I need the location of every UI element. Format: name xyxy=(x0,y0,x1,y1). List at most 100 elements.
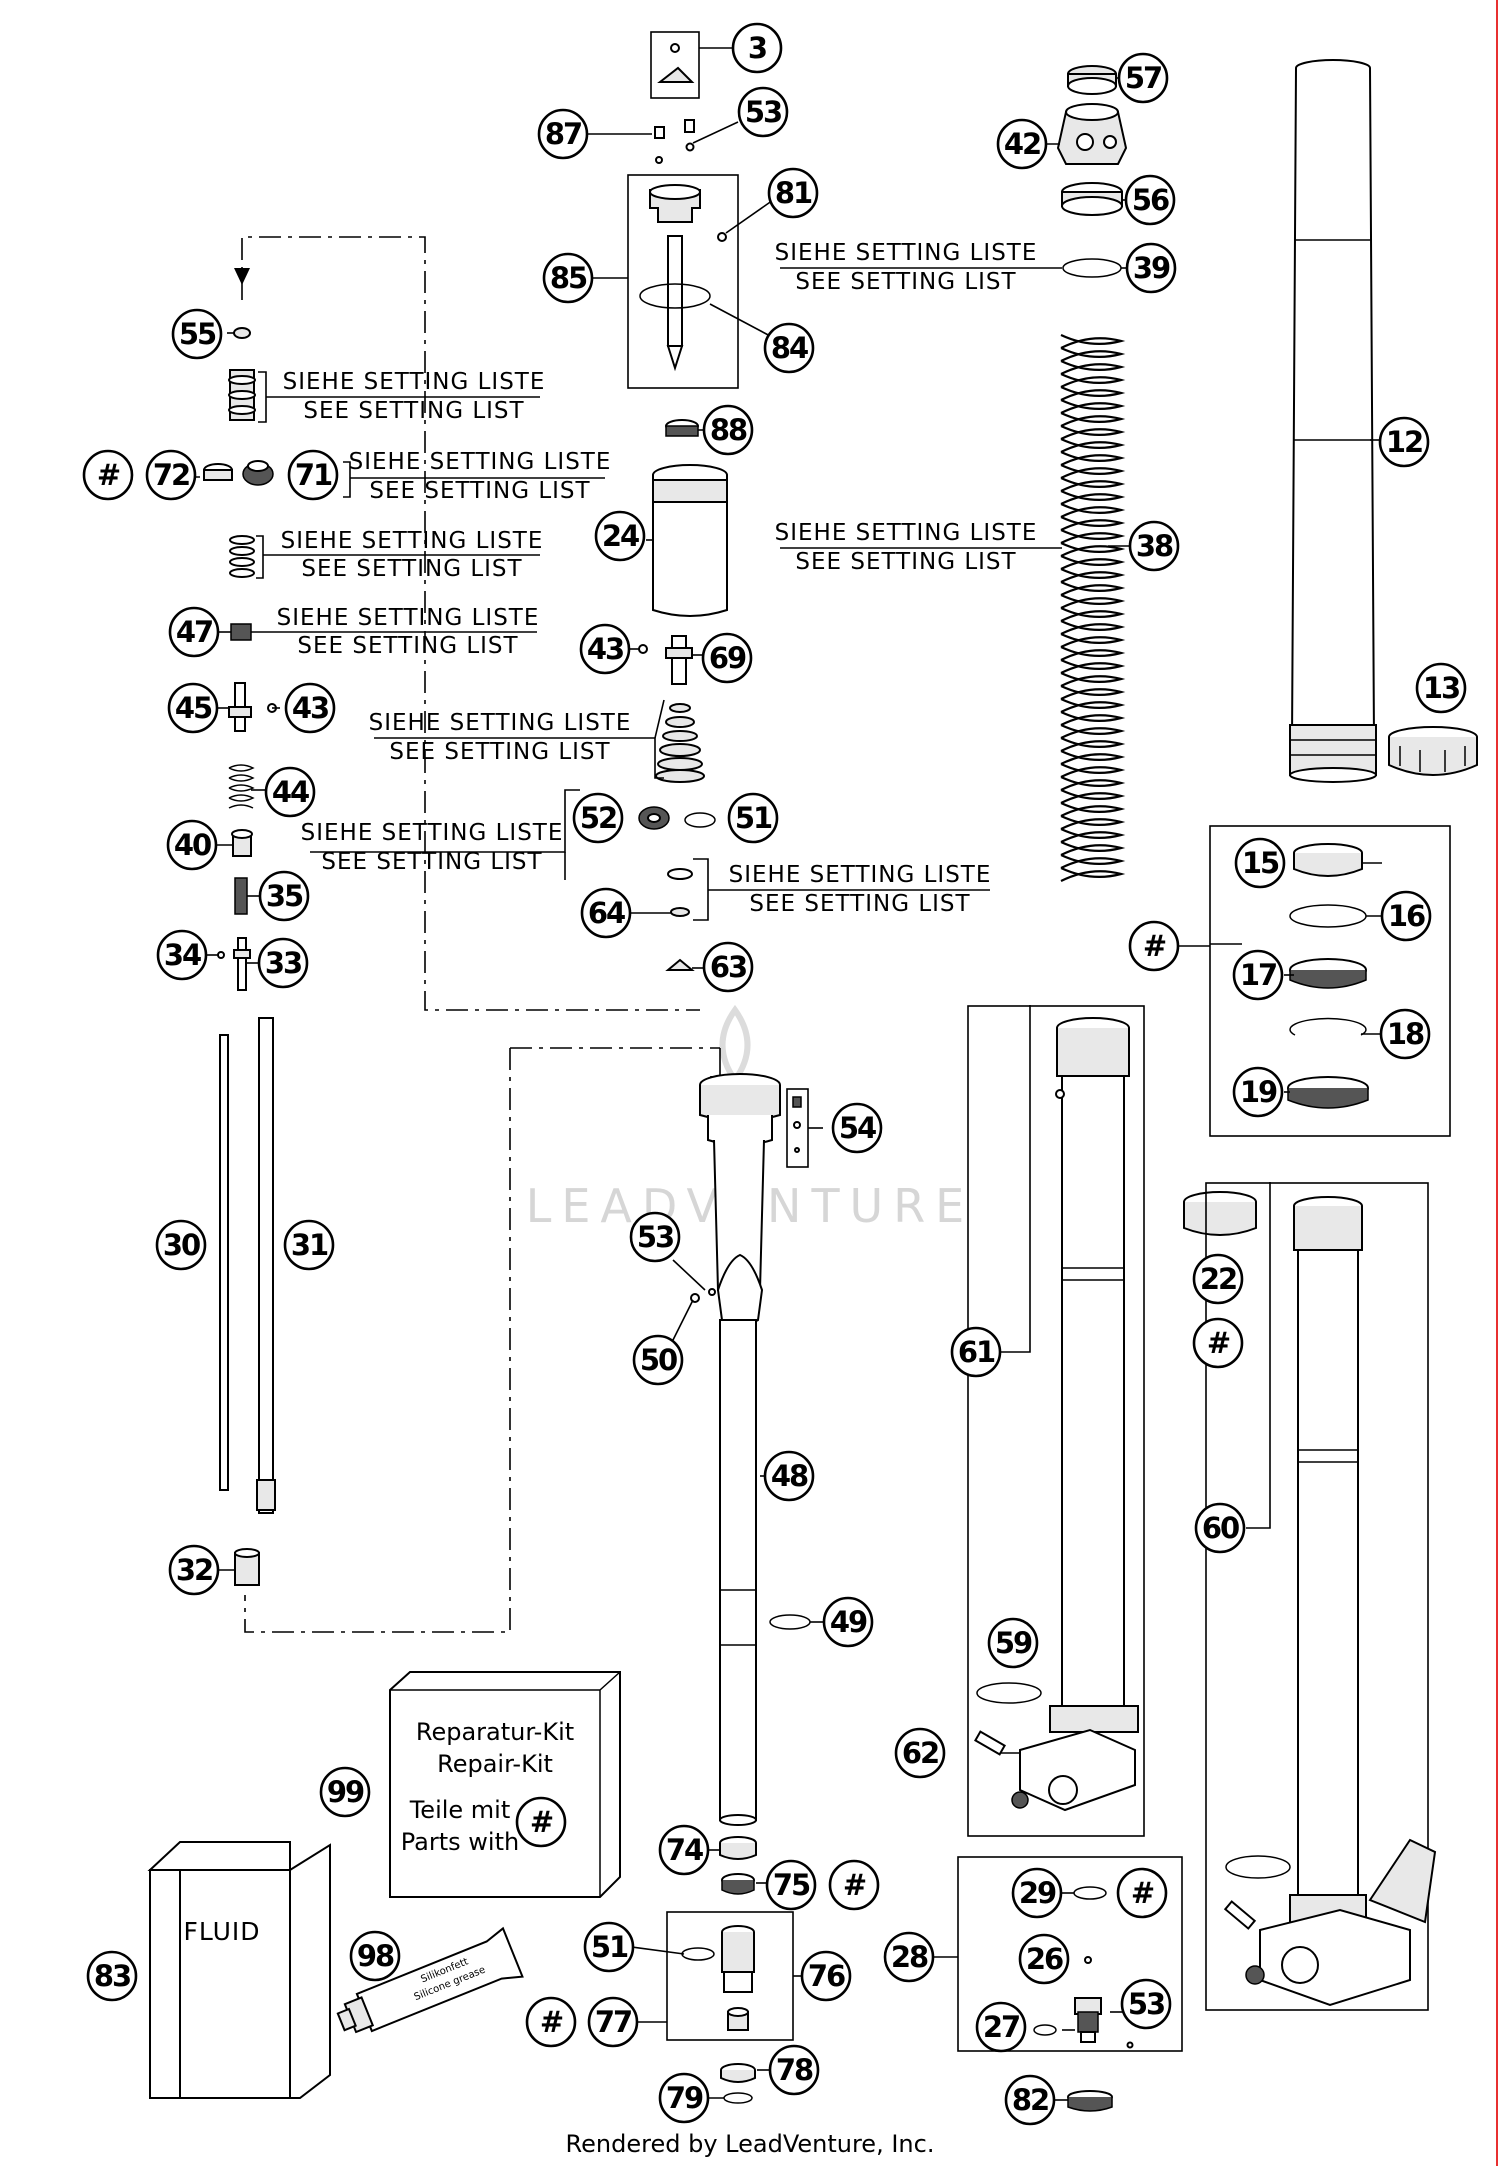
svg-text:44: 44 xyxy=(272,775,309,809)
svg-text:17: 17 xyxy=(1240,958,1276,992)
callout-63: 63 xyxy=(702,941,754,993)
svg-text:19: 19 xyxy=(1240,1075,1277,1109)
part-33-shape xyxy=(217,937,251,991)
callout-87: 87 xyxy=(537,108,589,160)
callout-53: 53 xyxy=(737,86,789,138)
svg-text:50: 50 xyxy=(640,1343,677,1377)
shim-stack-3-shape xyxy=(655,703,705,783)
callout-51: 51 xyxy=(727,792,779,844)
callout-hash-75: # xyxy=(828,1859,880,1911)
part-29-oring-shape xyxy=(1073,1886,1107,1900)
callout-98: 98 xyxy=(349,1930,401,1982)
setting-note-de: SIEHE SETTING LISTE xyxy=(281,528,544,554)
svg-text:49: 49 xyxy=(830,1605,867,1639)
callout-12: 12 xyxy=(1378,416,1430,468)
part-64-shape xyxy=(670,907,690,917)
svg-text:87: 87 xyxy=(545,117,581,151)
callout-15: 15 xyxy=(1234,837,1286,889)
setting-note-en: SEE SETTING LIST xyxy=(301,556,522,582)
part-48-damper-tube-shape xyxy=(690,1073,781,1826)
part-49-oring-shape xyxy=(769,1614,811,1630)
part-61-inner-tube-shape xyxy=(974,1017,1139,1812)
callout-33: 33 xyxy=(257,937,309,989)
svg-text:39: 39 xyxy=(1133,251,1170,285)
svg-text:82: 82 xyxy=(1012,2083,1048,2117)
setting-note-8: SIEHE SETTING LISTE SEE SETTING LIST xyxy=(775,240,1062,295)
setting-note-de: SIEHE SETTING LISTE xyxy=(301,820,564,846)
setting-note-de: SIEHE SETTING LISTE xyxy=(775,240,1038,266)
setting-note-en: SEE SETTING LIST xyxy=(303,398,524,424)
part-27-oring-shape xyxy=(1033,2024,1057,2036)
svg-text:51: 51 xyxy=(735,801,772,835)
callout-77: 77 xyxy=(587,1996,639,2048)
callout-16: 16 xyxy=(1380,890,1432,942)
callout-32: 32 xyxy=(168,1544,220,1596)
svg-text:48: 48 xyxy=(771,1459,808,1493)
svg-text:84: 84 xyxy=(771,331,808,365)
callout-18: 18 xyxy=(1379,1008,1431,1060)
callout-hash-29: # xyxy=(1116,1867,1168,1919)
part-28-box xyxy=(957,1856,1183,2052)
svg-text:52: 52 xyxy=(580,801,616,835)
callout-69: 69 xyxy=(701,632,753,684)
callout-51b: 51 xyxy=(583,1921,635,1973)
callout-61: 61 xyxy=(950,1326,1002,1378)
svg-text:31: 31 xyxy=(291,1228,328,1262)
setting-washer-shape xyxy=(667,868,693,880)
setting-note-4: SIEHE SETTING LISTE SEE SETTING LIST xyxy=(251,605,538,659)
part-82-shape xyxy=(1067,2090,1113,2112)
part-45-shape xyxy=(228,682,252,732)
callout-81: 81 xyxy=(767,167,819,219)
fluid-label: FLUID xyxy=(184,1917,261,1946)
callout-43: 43 xyxy=(284,682,336,734)
part-75-shape xyxy=(721,1873,755,1895)
svg-text:29: 29 xyxy=(1019,1876,1056,1910)
svg-text:98: 98 xyxy=(357,1939,394,1973)
svg-text:54: 54 xyxy=(839,1111,876,1145)
svg-text:15: 15 xyxy=(1242,846,1279,880)
repair-kit-line4: Parts with xyxy=(401,1828,519,1856)
svg-text:64: 64 xyxy=(588,896,625,930)
part-74-shape xyxy=(719,1836,757,1860)
callout-62: 62 xyxy=(894,1727,946,1779)
svg-text:32: 32 xyxy=(176,1553,212,1587)
callout-82: 82 xyxy=(1004,2074,1056,2126)
setting-note-de: SIEHE SETTING LISTE xyxy=(775,520,1038,546)
setting-note-en: SEE SETTING LIST xyxy=(749,891,970,917)
svg-text:28: 28 xyxy=(891,1940,928,1974)
svg-text:#: # xyxy=(843,1868,866,1902)
part-63-shape xyxy=(665,958,695,971)
part-42-shape xyxy=(1056,103,1128,165)
callout-42: 42 xyxy=(996,118,1048,170)
setting-note-de: SIEHE SETTING LISTE xyxy=(349,449,612,475)
svg-text:83: 83 xyxy=(94,1959,130,1993)
part-61-box xyxy=(967,1005,1145,1837)
callout-57: 57 xyxy=(1117,52,1169,104)
callout-24: 24 xyxy=(594,510,646,562)
part-79-shape xyxy=(723,2092,753,2104)
svg-text:33: 33 xyxy=(265,946,301,980)
svg-text:#: # xyxy=(1143,929,1166,963)
part-16-shape xyxy=(1289,904,1367,928)
svg-text:75: 75 xyxy=(773,1868,810,1902)
part-71-shape xyxy=(242,460,274,486)
repair-kit-card: Reparatur-Kit Repair-Kit Teile mit Parts… xyxy=(389,1671,621,1898)
callout-hash-77: # xyxy=(525,1996,577,2048)
svg-text:77: 77 xyxy=(595,2005,631,2039)
svg-text:22: 22 xyxy=(1200,1262,1236,1296)
svg-text:16: 16 xyxy=(1388,899,1425,933)
callout-50: 50 xyxy=(632,1334,684,1386)
callout-54: 54 xyxy=(831,1102,883,1154)
svg-text:55: 55 xyxy=(179,317,216,351)
svg-text:71: 71 xyxy=(295,458,332,492)
callout-43b: 43 xyxy=(579,623,631,675)
part-60-box xyxy=(1205,1182,1429,2011)
svg-text:60: 60 xyxy=(1202,1511,1239,1545)
callout-64: 64 xyxy=(580,887,632,939)
part-88-shape xyxy=(665,419,699,437)
svg-text:30: 30 xyxy=(163,1228,200,1262)
svg-text:78: 78 xyxy=(776,2053,813,2087)
callout-bubbles: 3 87 53 81 85 84 57 42 56 39 12 13 55 # … xyxy=(82,22,1467,2126)
part-28-valve-shape xyxy=(1074,1997,1134,2049)
